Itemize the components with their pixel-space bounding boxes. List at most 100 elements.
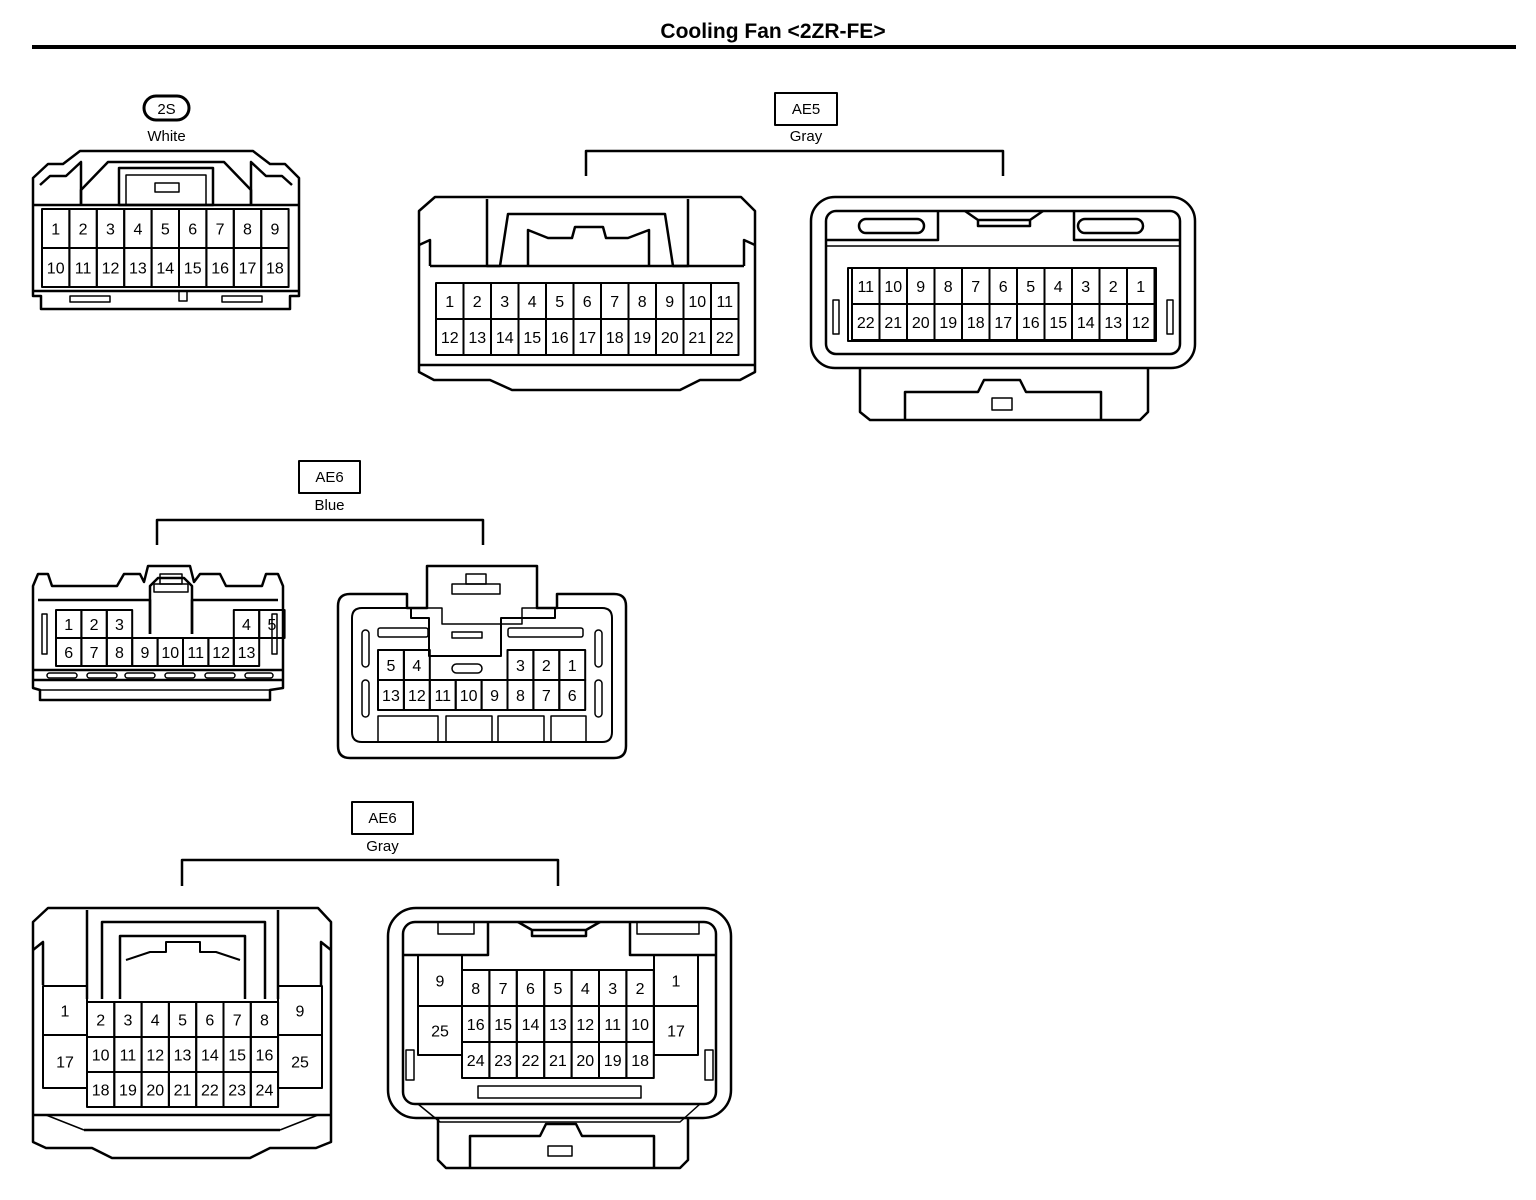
connector-ae6-blue-view-2-body (336, 564, 628, 760)
pin-number: 15 (228, 1047, 246, 1064)
pin-cell (625, 1041, 655, 1079)
pin-number: 15 (494, 1017, 512, 1034)
pin-number: 20 (146, 1082, 164, 1099)
pin-number: 5 (555, 294, 564, 311)
pin-number: 25 (291, 1054, 309, 1071)
pin-number: 18 (631, 1053, 649, 1070)
pin-number: 1 (568, 658, 577, 675)
pin-number: 15 (1049, 315, 1067, 332)
pin-number: 18 (967, 315, 985, 332)
pin-number: 24 (467, 1053, 485, 1070)
pin-number: 14 (1077, 315, 1095, 332)
pin-number: 5 (267, 617, 276, 634)
pin-number: 2 (636, 981, 645, 998)
pin-number: 2 (473, 294, 482, 311)
pin-number: 21 (549, 1053, 567, 1070)
pin-number: 19 (604, 1053, 622, 1070)
pin-number: 8 (638, 294, 647, 311)
pin-number: 14 (156, 260, 174, 277)
pin-cell (558, 679, 587, 711)
pin-number: 13 (174, 1047, 192, 1064)
connector-ae6-blue-bracket (155, 518, 485, 545)
pin-number: 10 (460, 688, 478, 705)
pin-number: 21 (174, 1082, 192, 1099)
pin-number: 4 (412, 658, 421, 675)
pin-number: 12 (146, 1047, 164, 1064)
pin-number: 18 (606, 330, 624, 347)
page-title: Cooling Fan <2ZR-FE> (660, 20, 886, 43)
pin-number: 3 (608, 981, 617, 998)
pin-number: 11 (857, 279, 874, 296)
pin-number: 6 (583, 294, 592, 311)
pin-number: 1 (61, 1003, 70, 1020)
connector-ae5-view-2-body (809, 195, 1197, 422)
pin-cell (653, 1005, 699, 1056)
connector-ae6-gray-id: AE6 (368, 810, 396, 827)
pin-number: 8 (944, 279, 953, 296)
pin-number: 10 (884, 279, 902, 296)
pin-number: 7 (233, 1012, 242, 1029)
pin-number: 11 (75, 260, 92, 277)
connector-ae6-blue-color: Blue (314, 497, 344, 514)
pin-number: 21 (688, 330, 706, 347)
pin-number: 3 (516, 658, 525, 675)
pin-number: 5 (553, 981, 562, 998)
pin-number: 14 (201, 1047, 219, 1064)
pin-number: 1 (1136, 279, 1145, 296)
pin-number: 3 (106, 221, 115, 238)
pin-cell (710, 318, 740, 356)
pin-number: 24 (256, 1082, 274, 1099)
connector-2s-oval (142, 94, 191, 122)
pin-number: 17 (578, 330, 596, 347)
pin-number: 18 (266, 260, 284, 277)
pin-number: 12 (441, 330, 459, 347)
pin-number: 16 (551, 330, 569, 347)
connector-ae6-gray-color: Gray (366, 838, 399, 855)
connector-ae6-gray-view-1-body (31, 906, 333, 1160)
pin-number: 17 (667, 1023, 685, 1040)
pin-number: 4 (528, 294, 537, 311)
pin-number: 12 (576, 1017, 594, 1034)
pin-number: 15 (523, 330, 541, 347)
pin-number: 21 (884, 315, 902, 332)
pin-number: 16 (211, 260, 229, 277)
pin-number: 11 (187, 645, 204, 662)
pin-number: 7 (542, 688, 551, 705)
pin-number: 20 (912, 315, 930, 332)
pin-number: 9 (270, 221, 279, 238)
title-rule (32, 45, 1516, 49)
pin-number: 9 (490, 688, 499, 705)
pin-number: 11 (604, 1017, 621, 1034)
pin-number: 3 (115, 617, 124, 634)
connector-ae6-gray-box (351, 801, 414, 835)
pin-number: 25 (431, 1023, 449, 1040)
pin-number: 10 (631, 1017, 649, 1034)
pin-number: 10 (161, 645, 179, 662)
pin-number: 4 (1054, 279, 1063, 296)
pin-number: 18 (92, 1082, 110, 1099)
pin-number: 2 (542, 658, 551, 675)
pin-number: 4 (581, 981, 590, 998)
pin-number: 17 (994, 315, 1012, 332)
pin-number: 2 (79, 221, 88, 238)
pin-number: 13 (468, 330, 486, 347)
pin-number: 12 (1132, 315, 1150, 332)
pin-number: 8 (471, 981, 480, 998)
pin-number: 8 (115, 645, 124, 662)
pin-number: 19 (939, 315, 957, 332)
pin-number: 3 (123, 1012, 132, 1029)
pin-number: 7 (216, 221, 225, 238)
pin-number: 6 (64, 645, 73, 662)
pin-cell (249, 1071, 280, 1108)
connector-ae5-view-1-body (417, 195, 757, 392)
pin-number: 23 (494, 1053, 512, 1070)
pin-number: 9 (436, 973, 445, 990)
pin-number: 6 (188, 221, 197, 238)
pin-number: 13 (382, 688, 400, 705)
pin-number: 10 (688, 294, 706, 311)
